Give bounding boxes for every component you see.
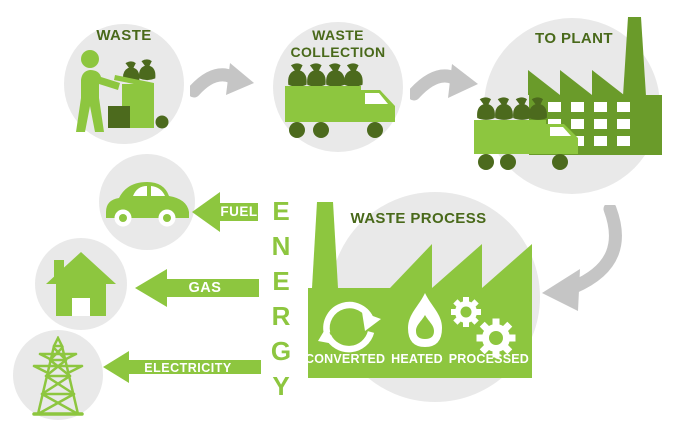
electricity-label: ELECTRICITY (144, 361, 232, 375)
person-disposing-waste-icon (76, 50, 169, 132)
electricity-arrow-icon (103, 351, 261, 383)
flame-icon (408, 293, 442, 347)
heated-label: HEATED (391, 352, 443, 366)
car-icon (106, 182, 189, 227)
flow-arrow-1-icon (190, 63, 254, 98)
to-plant-label: TO PLANT (535, 30, 613, 47)
power-tower-icon (32, 336, 84, 416)
process-steps-row: CONVERTED HEATED PROCESSED (303, 352, 531, 366)
trash-bin-icon (108, 59, 169, 129)
process-factory-icon (308, 202, 532, 378)
waste-collection-label: WASTE COLLECTION (290, 27, 386, 60)
waste-label: WASTE (96, 27, 152, 44)
gears-icon (451, 297, 516, 358)
truck-wheels (289, 122, 383, 138)
fuel-label: FUEL (220, 204, 258, 219)
recycle-arrows-icon (318, 301, 381, 353)
person-icon (76, 50, 120, 132)
fuel-arrow-icon (192, 192, 258, 232)
truck-to-plant-icon (474, 97, 578, 170)
house-icon (46, 252, 116, 316)
trash-bags-icon (288, 63, 363, 87)
energy-label: ENERGY (266, 196, 296, 406)
curved-flow-arrow-icon (542, 205, 622, 311)
garbage-truck-icon (285, 63, 395, 138)
converted-label: CONVERTED (305, 352, 386, 366)
waste-process-label: WASTE PROCESS (350, 210, 487, 227)
gas-label: GAS (188, 280, 222, 296)
truck-body (285, 86, 395, 122)
gas-arrow-icon (135, 269, 259, 307)
flow-arrow-2-icon (410, 64, 478, 101)
processed-label: PROCESSED (448, 352, 529, 366)
plant-factory-icon (474, 17, 662, 170)
